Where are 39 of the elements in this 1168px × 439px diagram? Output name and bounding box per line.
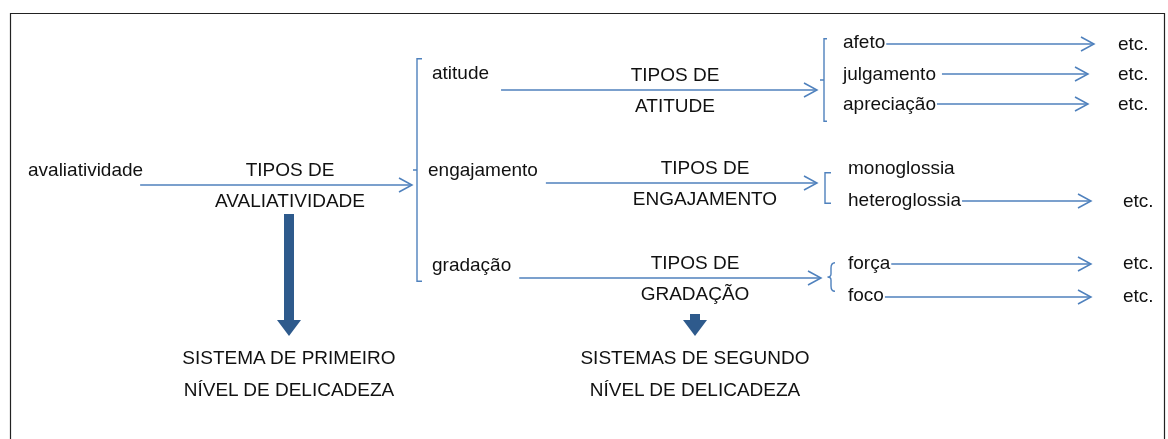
system-label: SISTEMA DE PRIMEIRO NÍVEL DE DELICADEZA xyxy=(164,342,414,405)
arrow xyxy=(885,36,1095,52)
edge-label: TIPOS DE ENGAJAMENTO xyxy=(631,156,779,211)
arrow xyxy=(518,270,822,286)
arrow xyxy=(884,289,1092,305)
edge-label: TIPOS DE ATITUDE xyxy=(629,63,721,118)
term-label: julgamento xyxy=(843,62,936,86)
arrow xyxy=(941,66,1089,82)
term-label: avaliatividade xyxy=(28,158,144,182)
term-label: etc. xyxy=(1123,284,1154,308)
bracket xyxy=(823,172,831,204)
term-label: engajamento xyxy=(428,158,538,182)
edge-label: TIPOS DE GRADAÇÃO xyxy=(639,251,751,306)
bracket xyxy=(819,38,827,122)
term-label: apreciação xyxy=(843,92,936,116)
term-label: etc. xyxy=(1123,189,1154,213)
thick-arrow xyxy=(277,214,301,336)
term-label: etc. xyxy=(1123,251,1154,275)
term-label: gradação xyxy=(432,253,512,277)
arrow xyxy=(890,256,1092,272)
term-label: força xyxy=(848,251,891,275)
bracket xyxy=(827,262,835,292)
edge-label: TIPOS DE AVALIATIVIDADE xyxy=(214,158,366,213)
term-label: monoglossia xyxy=(848,156,955,180)
term-label: afeto xyxy=(843,30,886,54)
term-label: heteroglossia xyxy=(848,188,962,212)
thick-arrow xyxy=(683,314,707,336)
term-label: etc. xyxy=(1118,32,1149,56)
arrow xyxy=(961,193,1092,209)
term-label: atitude xyxy=(432,61,490,85)
term-label: etc. xyxy=(1118,62,1149,86)
term-label: etc. xyxy=(1118,92,1149,116)
arrow xyxy=(936,96,1089,112)
bracket xyxy=(412,58,422,282)
arrow xyxy=(139,177,413,193)
system-label: SISTEMAS DE SEGUNDO NÍVEL DE DELICADEZA xyxy=(570,342,820,405)
term-label: foco xyxy=(848,283,884,307)
arrow xyxy=(545,175,818,191)
arrow xyxy=(500,82,818,98)
